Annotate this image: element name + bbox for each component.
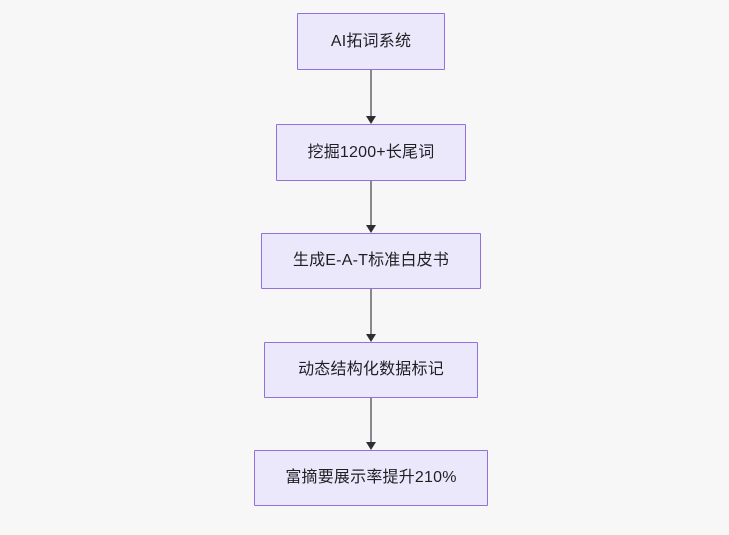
flowchart-node-5-label: 富摘要展示率提升210% <box>285 469 457 487</box>
arrow-head-icon <box>366 116 376 124</box>
flowchart-connector-3-4 <box>366 289 376 342</box>
flowchart-node-4-label: 动态结构化数据标记 <box>298 361 444 379</box>
flowchart-node-5[interactable]: 富摘要展示率提升210% <box>254 450 488 506</box>
connector-line <box>370 289 372 335</box>
connector-line <box>370 70 372 117</box>
flowchart-connector-1-2 <box>366 70 376 124</box>
flowchart-node-2[interactable]: 挖掘1200+长尾词 <box>276 124 466 181</box>
flowchart-node-1-label: AI拓词系统 <box>330 32 412 50</box>
flowchart-connector-4-5 <box>366 398 376 450</box>
flowchart-node-3-label: 生成E-A-T标准白皮书 <box>292 252 450 270</box>
arrow-head-icon <box>366 442 376 450</box>
flowchart-node-4[interactable]: 动态结构化数据标记 <box>264 342 478 398</box>
arrow-head-icon <box>366 225 376 233</box>
flowchart-connector-2-3 <box>366 181 376 233</box>
arrow-head-icon <box>366 334 376 342</box>
flowchart-node-1[interactable]: AI拓词系统 <box>297 13 445 70</box>
flowchart-node-3[interactable]: 生成E-A-T标准白皮书 <box>261 233 481 289</box>
connector-line <box>370 181 372 226</box>
flowchart-node-2-label: 挖掘1200+长尾词 <box>307 143 435 161</box>
connector-line <box>370 398 372 443</box>
